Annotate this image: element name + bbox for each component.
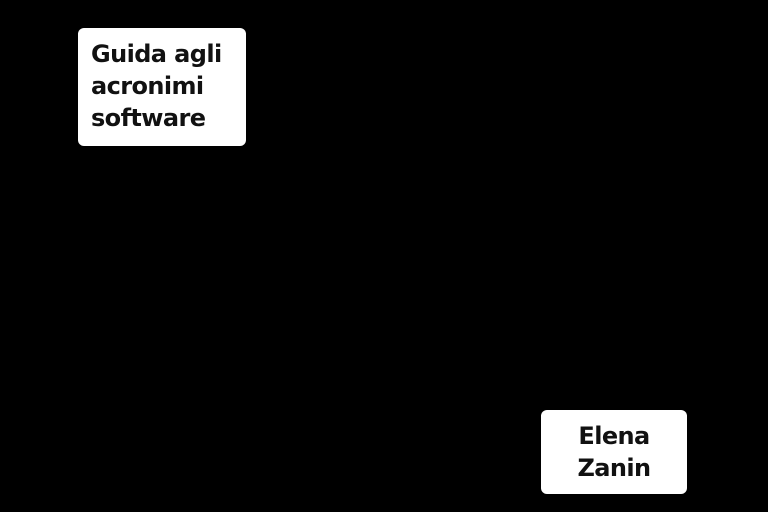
- title-card: Guida agli acronimi software: [78, 28, 246, 146]
- author-first-name: Elena: [578, 422, 650, 450]
- title-line-3: software: [91, 104, 206, 132]
- author-last-name: Zanin: [577, 454, 652, 482]
- title-line-1: Guida agli: [91, 40, 222, 68]
- author-card: Elena Zanin: [541, 410, 687, 494]
- title-line-2: acronimi: [91, 72, 204, 100]
